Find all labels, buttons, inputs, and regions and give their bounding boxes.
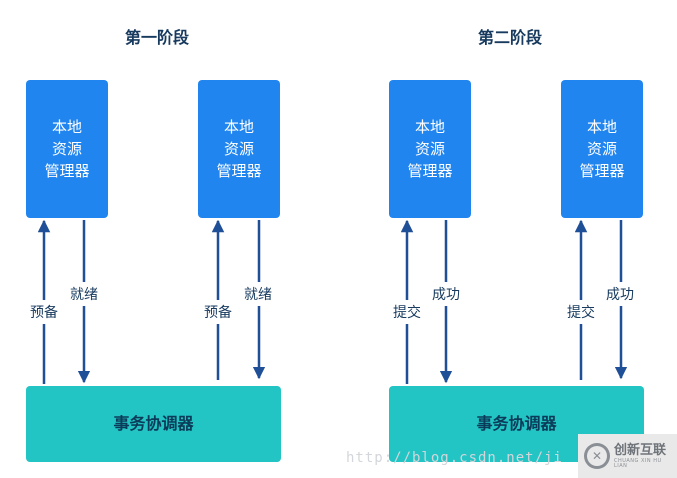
rm-label-line: 管理器 xyxy=(407,162,453,180)
phase1-transaction-coordinator: 事务协调器 xyxy=(26,386,281,462)
logo-text: 创新互联 CHUANG XIN HU LIAN xyxy=(614,444,677,469)
rm-label-line: 本地 xyxy=(223,118,254,136)
phase2-left-up-label: 提交 xyxy=(393,300,421,324)
phase1-title: 第一阶段 xyxy=(124,28,189,47)
rm-label-line: 资源 xyxy=(223,140,254,158)
rm-label-line: 本地 xyxy=(51,118,82,136)
phase2-title: 第二阶段 xyxy=(477,28,542,47)
phase1-resource-manager-right: 本地 资源 管理器 xyxy=(198,80,280,218)
rm-label-line: 资源 xyxy=(51,140,82,158)
phase2-resource-manager-right: 本地 资源 管理器 xyxy=(561,80,643,218)
phase1-resource-manager-left: 本地 资源 管理器 xyxy=(26,80,108,218)
phase2-resource-manager-left: 本地 资源 管理器 xyxy=(389,80,471,218)
rm-label-line: 管理器 xyxy=(44,162,90,180)
phase2-right-down-label: 成功 xyxy=(606,282,634,306)
rm-label-line: 管理器 xyxy=(216,162,262,180)
phase2-right-up-label: 提交 xyxy=(567,300,595,324)
phase2-left-down-label: 成功 xyxy=(432,282,460,306)
phase1-right-up-label: 预备 xyxy=(204,300,232,324)
phase1-left-up-label: 预备 xyxy=(30,300,58,324)
rm-label-line: 资源 xyxy=(586,140,617,158)
brand-logo: ✕ 创新互联 CHUANG XIN HU LIAN xyxy=(578,434,677,478)
logo-en: CHUANG XIN HU LIAN xyxy=(613,457,662,469)
rm-label-line: 资源 xyxy=(414,140,445,158)
rm-label-line: 管理器 xyxy=(579,162,625,180)
phase1-right-down-label: 就绪 xyxy=(244,282,272,306)
phase1-left-down-label: 就绪 xyxy=(70,282,98,306)
logo-mark-icon: ✕ xyxy=(584,443,610,469)
logo-cn: 创新互联 xyxy=(613,442,666,458)
rm-label-line: 本地 xyxy=(586,118,617,136)
rm-label-line: 本地 xyxy=(414,118,445,136)
watermark-url: http://blog.csdn.net/ji xyxy=(346,450,563,466)
